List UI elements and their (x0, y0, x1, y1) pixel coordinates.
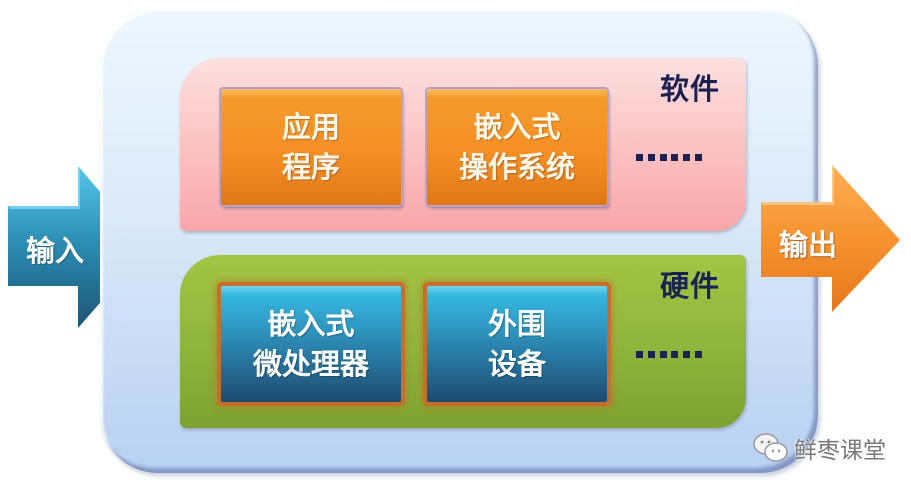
box-line: 应用 (281, 110, 340, 144)
software-ellipsis (636, 154, 702, 162)
wechat-icon (752, 430, 790, 466)
box-line: 程序 (281, 150, 340, 184)
input-label: 输入 (26, 234, 85, 268)
box-line: 微处理器 (252, 347, 369, 381)
application-box: 应用 程序 (221, 89, 401, 205)
output-arrow: 输出 (755, 160, 911, 320)
embedded-os-box: 嵌入式 操作系统 (427, 89, 607, 205)
output-label: 输出 (779, 228, 838, 262)
watermark: 鲜枣课堂 (752, 428, 886, 468)
hardware-label: 硬件 (659, 269, 720, 303)
box-line: 外围 (487, 307, 546, 341)
hardware-ellipsis (636, 351, 702, 359)
watermark-text: 鲜枣课堂 (794, 438, 886, 464)
box-line: 嵌入式 (473, 110, 561, 144)
peripheral-box: 外围 设备 (427, 286, 607, 402)
box-line: 设备 (487, 347, 546, 381)
software-label: 软件 (659, 72, 720, 106)
box-line: 嵌入式 (267, 307, 355, 341)
software-panel: 应用 程序 嵌入式 操作系统 软件 (180, 58, 746, 231)
arrow-right-icon (761, 165, 900, 312)
embedded-processor-box: 嵌入式 微处理器 (221, 286, 401, 402)
hardware-panel: 嵌入式 微处理器 外围 设备 硬件 (180, 255, 746, 428)
box-line: 操作系统 (458, 150, 575, 184)
